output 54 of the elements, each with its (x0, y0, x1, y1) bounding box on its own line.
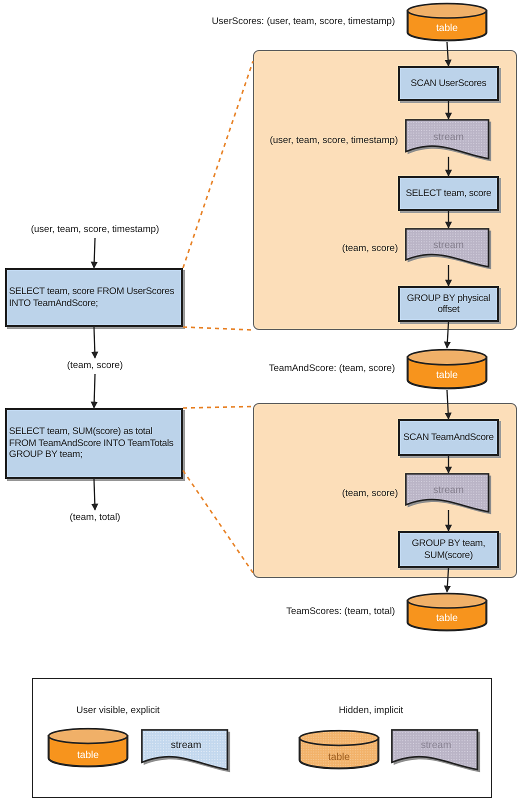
process-box: GROUP BY team, SUM(score) (398, 531, 499, 568)
shape-label: table (436, 612, 458, 624)
schema-label: TeamAndScore: (team, score) (268, 362, 395, 376)
shape-label: stream (433, 132, 464, 142)
process-box: SELECT team, score (398, 176, 499, 211)
query-box: SELECT team, score FROM UserScores INTO TeamAndScore; (5, 268, 183, 327)
arrow (445, 456, 452, 474)
shape-label: stream (433, 485, 464, 496)
arrow (444, 322, 451, 349)
arrow (444, 390, 452, 420)
legend-text: User visible, explicit (75, 704, 161, 718)
arrow (445, 101, 452, 120)
schema-label: (team, score) (341, 487, 398, 501)
schema-label: (team, score) (5, 358, 185, 374)
process-box: GROUP BY physical offset (398, 286, 499, 322)
arrow (445, 211, 452, 229)
arrow (445, 264, 452, 287)
schema-label: (user, team, score, timestamp) (5, 222, 185, 238)
shape-label: stream (433, 240, 464, 251)
legend-sample-label: stream (420, 739, 452, 753)
legend-sample-label: table (327, 751, 351, 765)
table-cylinder (406, 2, 488, 42)
schema-label: (team, total) (5, 510, 185, 526)
zoom-line (182, 470, 254, 574)
legend-text: Hidden, implicit (338, 704, 404, 718)
table-cylinder (406, 592, 488, 632)
arrow (90, 374, 98, 409)
table-cylinder (406, 348, 488, 390)
process-box: SCAN TeamAndScore (398, 419, 499, 456)
zoom-line (182, 406, 254, 409)
arrow (91, 478, 98, 511)
shape-label: table (436, 370, 458, 380)
legend-sample-label: stream (170, 739, 202, 753)
schema-label: (team, score) (341, 242, 398, 256)
arrow (445, 510, 452, 532)
arrow (444, 42, 452, 67)
process-box: SCAN UserScores (398, 66, 499, 101)
shape-label: table (436, 22, 458, 34)
arrow (91, 326, 98, 359)
group-panel (253, 403, 517, 578)
arrow (445, 156, 452, 177)
zoom-line (182, 60, 254, 268)
arrow (444, 568, 451, 593)
arrow (90, 238, 98, 269)
schema-label: UserScores: (user, team, score, timestamp) (210, 15, 395, 29)
legend-sample-label: table (76, 749, 100, 763)
schema-label: TeamScores: (team, total) (285, 605, 395, 619)
zoom-line (182, 326, 254, 331)
stream-shape (405, 228, 492, 271)
schema-label: (user, team, score, timestamp) (268, 134, 398, 148)
query-box: SELECT team, SUM(score) as total FROM TeamAndScore INTO TeamTotals GROUP BY team; (5, 408, 183, 479)
group-panel (253, 50, 517, 330)
stream-shape (405, 119, 492, 163)
stream-shape (405, 473, 492, 516)
